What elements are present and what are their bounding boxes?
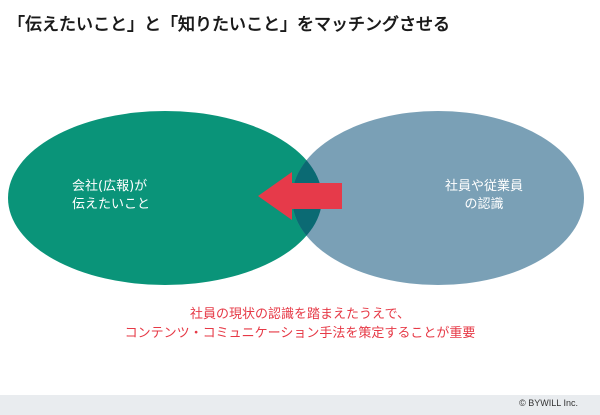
left-circle-label-line2: 伝えたいこと: [72, 197, 151, 212]
page-title: 「伝えたいこと」と「知りたいこと」をマッチングさせる: [8, 15, 450, 35]
left-circle-label: 会社(広報)が 伝えたいこと: [72, 178, 150, 214]
right-circle-label: 社員や従業員 の認識: [445, 178, 523, 214]
right-circle-label-line2: の認識: [464, 197, 504, 212]
caption-line1: 社員の現状の認識を踏まえたうえで、: [189, 307, 411, 322]
caption-line2: コンテンツ・コミュニケーション手法を策定することが重要: [124, 326, 476, 341]
left-pointing-arrow: [258, 172, 342, 220]
right-circle-label-line1: 社員や従業員: [445, 179, 524, 194]
copyright-text: © BYWILL Inc.: [519, 398, 578, 408]
right-ellipse: [292, 111, 584, 285]
left-ellipse: [8, 111, 322, 285]
left-circle-label-line1: 会社(広報)が: [72, 179, 148, 194]
footer-bar: © BYWILL Inc.: [0, 395, 600, 415]
caption: 社員の現状の認識を踏まえたうえで、 コンテンツ・コミュニケーション手法を策定する…: [0, 305, 600, 343]
